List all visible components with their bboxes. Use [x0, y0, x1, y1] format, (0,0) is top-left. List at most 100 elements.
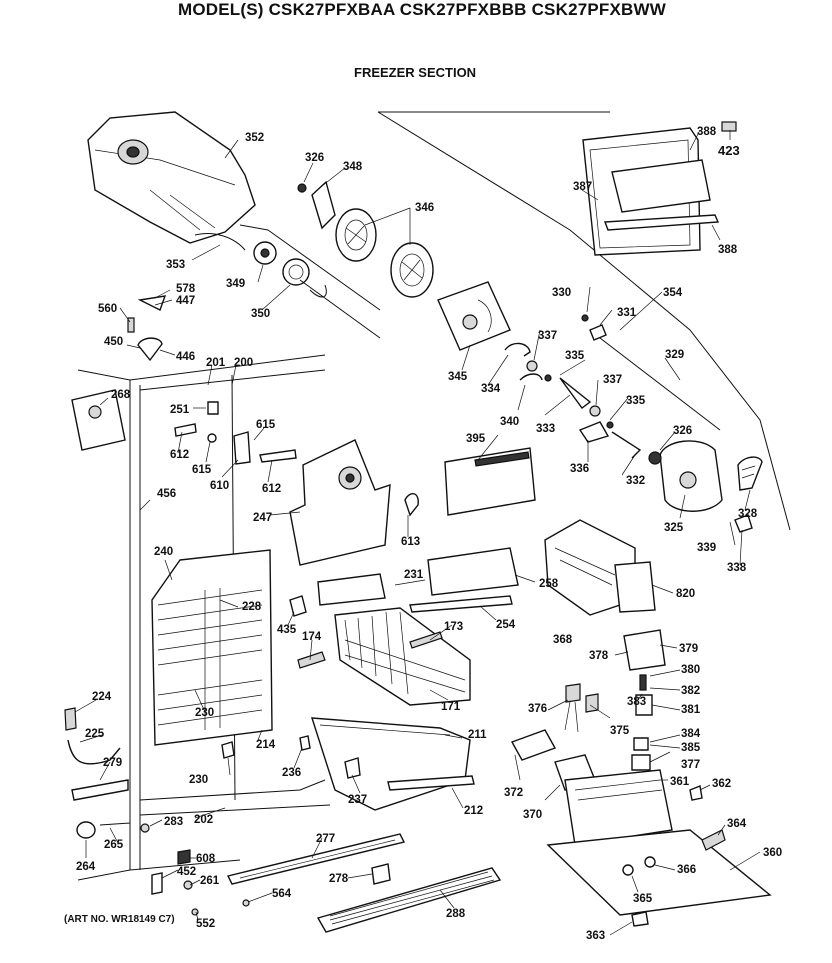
- callout-214: 214: [256, 739, 276, 751]
- callout-171: 171: [441, 701, 461, 713]
- callout-325: 325: [664, 522, 684, 534]
- callout-328: 328: [738, 508, 758, 520]
- callout-388-top: 388: [697, 126, 717, 138]
- part-auger-motor: [648, 440, 763, 533]
- callout-350: 350: [251, 308, 270, 320]
- callout-211: 211: [468, 729, 487, 741]
- callout-608: 608: [196, 853, 216, 865]
- callout-368: 368: [553, 634, 573, 646]
- callout-278: 278: [329, 873, 349, 885]
- callout-375: 375: [610, 725, 630, 737]
- callout-201: 201: [206, 357, 226, 369]
- callout-362: 362: [712, 778, 731, 790]
- callout-329: 329: [665, 349, 684, 361]
- callout-332: 332: [626, 475, 645, 487]
- callout-560: 560: [98, 303, 117, 315]
- callout-610: 610: [210, 480, 229, 492]
- callout-612-left: 612: [170, 449, 189, 461]
- callout-578: 578: [176, 283, 196, 295]
- part-evaporator: [151, 549, 273, 746]
- callout-353: 353: [166, 259, 185, 271]
- callout-376: 376: [528, 703, 547, 715]
- callout-348: 348: [343, 161, 363, 173]
- callout-365: 365: [633, 893, 653, 905]
- callout-395: 395: [466, 433, 486, 445]
- callout-261: 261: [200, 875, 220, 887]
- callout-173: 173: [444, 621, 463, 633]
- part-floor-plate: [546, 769, 772, 927]
- callout-247: 247: [253, 512, 272, 524]
- callout-237: 237: [348, 794, 367, 806]
- callout-820: 820: [676, 588, 695, 600]
- callout-381: 381: [681, 704, 701, 716]
- callout-251: 251: [170, 404, 190, 416]
- part-wire-basket: [334, 607, 471, 706]
- callout-200: 200: [234, 357, 253, 369]
- callout-345: 345: [448, 371, 468, 383]
- callout-265: 265: [104, 839, 124, 851]
- callout-383: 383: [627, 696, 646, 708]
- part-left-lower: [64, 707, 129, 801]
- part-icemaker: [544, 519, 656, 616]
- callout-364: 364: [727, 818, 747, 830]
- callout-333: 333: [536, 423, 555, 435]
- callout-335-b: 335: [626, 395, 646, 407]
- part-control-board: [444, 447, 536, 516]
- part-linkage: [504, 314, 721, 459]
- part-small-mid: [289, 595, 443, 669]
- callout-288: 288: [446, 908, 466, 920]
- callout-336: 336: [570, 463, 589, 475]
- section-title: FREEZER SECTION: [354, 65, 477, 80]
- callout-456: 456: [157, 488, 176, 500]
- part-lower-bin: [299, 717, 475, 811]
- callout-447: 447: [176, 295, 195, 307]
- callout-230-b: 230: [189, 774, 208, 786]
- callout-240: 240: [154, 546, 173, 558]
- callout-435: 435: [277, 624, 297, 636]
- callout-337-a: 337: [538, 330, 557, 342]
- callout-378: 378: [589, 650, 609, 662]
- callout-326: 326: [305, 152, 324, 164]
- callout-337-b: 337: [603, 374, 622, 386]
- part-left-small: [71, 295, 167, 451]
- callout-380: 380: [681, 664, 700, 676]
- callout-377: 377: [681, 759, 700, 771]
- part-shelf-pieces: [409, 547, 519, 613]
- callout-231: 231: [404, 569, 424, 581]
- callout-212: 212: [464, 805, 483, 817]
- art-number: (ART NO. WR18149 C7): [64, 914, 175, 925]
- callout-331: 331: [617, 307, 637, 319]
- callout-339: 339: [697, 542, 716, 554]
- callout-354: 354: [663, 287, 683, 299]
- callout-388-bottom: 388: [718, 244, 738, 256]
- part-small-bottom: [221, 741, 235, 759]
- callout-283: 283: [164, 816, 183, 828]
- part-bottom-left-small: [76, 821, 250, 916]
- callout-366: 366: [677, 864, 696, 876]
- callout-423: 423: [718, 143, 740, 158]
- callout-564: 564: [272, 888, 292, 900]
- part-evaporator-cover: [289, 439, 419, 606]
- callout-236: 236: [282, 767, 301, 779]
- callout-labels: 352 326 348 346 388 423 387 388 353 349 …: [76, 126, 782, 942]
- callout-615-bottom: 615: [192, 464, 212, 476]
- callout-385: 385: [681, 742, 701, 754]
- part-switches: [174, 401, 297, 465]
- part-dispenser-door: [582, 121, 737, 256]
- model-line: MODEL(S) CSK27PFXBAA CSK27PFXBBB CSK27PF…: [178, 0, 667, 19]
- callout-382: 382: [681, 685, 700, 697]
- part-auger-assembly: [194, 233, 381, 339]
- callout-615-top: 615: [256, 419, 276, 431]
- callout-370: 370: [523, 809, 542, 821]
- callout-330: 330: [552, 287, 571, 299]
- callout-264: 264: [76, 861, 96, 873]
- callout-387: 387: [573, 181, 592, 193]
- callout-613: 613: [401, 536, 420, 548]
- callout-279: 279: [103, 757, 122, 769]
- callout-277: 277: [316, 833, 335, 845]
- leader-lines: [74, 129, 761, 936]
- callout-268: 268: [111, 389, 131, 401]
- callout-363: 363: [586, 930, 605, 942]
